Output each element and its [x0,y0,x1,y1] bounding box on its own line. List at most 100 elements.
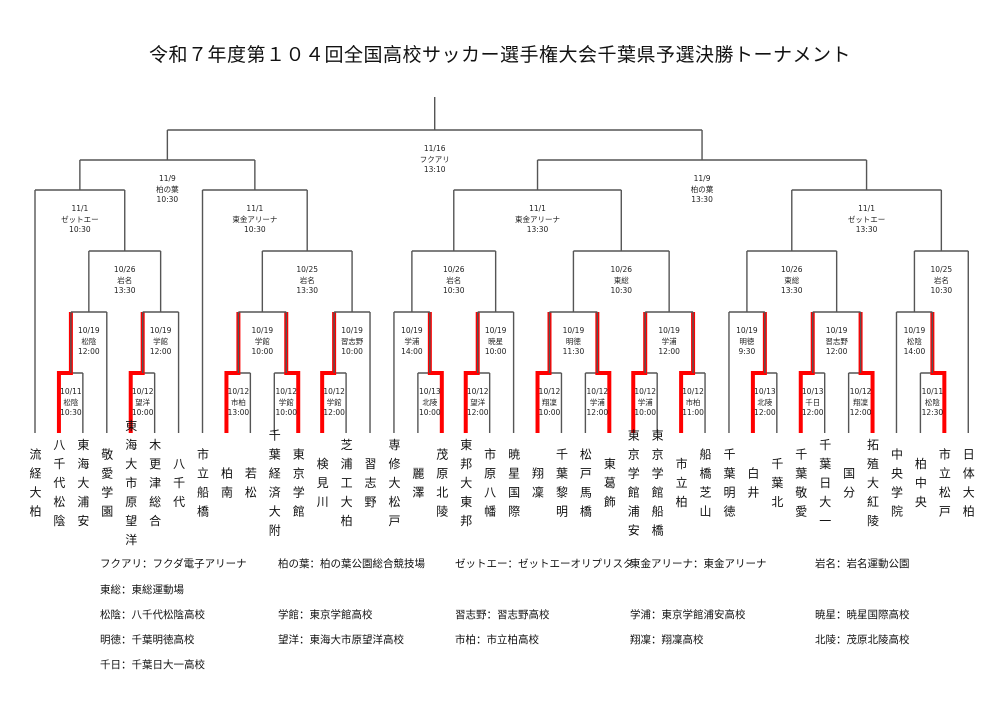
page-title: 令和７年度第１０４回全国高校サッカー選手権大会千葉県予選決勝トーナメント [148,44,851,66]
match-date: 10/12 [131,387,154,396]
match-time: 10:30 [610,286,633,295]
match-date: 10/12 [466,387,489,396]
match-time: 12:00 [323,408,345,417]
match-time: 12:30 [921,408,944,417]
legend-entry: 暁星：暁星国際高校 [815,609,910,621]
match-venue: 学浦 [637,397,653,407]
team-name: 東葛飾 [602,457,617,515]
match-date: 11/9 [158,174,176,183]
team-name: 芝浦工大柏 [339,438,354,534]
match-date: 10/13 [754,387,776,396]
match-date: 10/11 [921,387,944,396]
team-name: 麗澤 [410,467,425,505]
legend-entry: 望洋：東海大市原望洋高校 [278,634,404,646]
legend-entry: 市柏：市立柏高校 [455,634,539,646]
match-time: 11:00 [682,408,704,417]
match-time: 11:30 [562,347,585,356]
match-venue: 松陰 [924,397,940,407]
match-date: 11/1 [71,204,89,213]
team-name: 船橋芝山 [698,448,713,524]
team-name: 千葉日大一 [817,438,832,534]
team-name: 東海大市原望洋 [123,419,138,553]
match-date: 10/12 [227,387,250,396]
match-venue: 学浦 [589,397,605,407]
match-venue: ゼットエー [847,214,886,224]
legend-entry: 東総：東総運動場 [100,584,184,596]
team-name: 市立松戸 [937,448,952,524]
match-time: 10:30 [60,408,82,417]
match-venue: 松陰 [81,336,97,346]
legend-entry: 翔凜：翔凜高校 [630,634,704,646]
match-venue: 明徳 [565,336,581,346]
team-name: 東海大浦安 [75,438,90,534]
match-venue: 市柏 [230,397,246,407]
legend-entry: 松陰：八千代松陰高校 [100,609,205,621]
legend-entry: 千日：千葉日大一高校 [100,659,205,671]
match-venue: 習志野 [340,336,364,346]
team-name: 茂原北陵 [434,448,449,524]
match-venue: 岩名 [299,275,315,285]
match-time: 10:00 [484,347,507,356]
match-date: 10/25 [930,265,953,274]
match-venue: 学館 [254,336,270,346]
match-time: 12:00 [658,347,680,356]
team-name: 白井 [745,467,760,505]
match-venue: 松陰 [906,336,922,346]
team-name: 若松 [243,467,258,505]
match-date: 11/16 [423,144,446,153]
match-time: 10:00 [341,347,363,356]
match-time: 14:00 [401,347,423,356]
match-venue: 東金アリーナ [515,214,561,224]
match-venue: 学館 [153,336,169,346]
match-time: 12:00 [849,408,872,417]
legend-entry: 習志野：習志野高校 [455,609,550,621]
team-name: 習志野 [363,457,378,515]
match-date: 10/12 [634,387,657,396]
match-time: 10:30 [442,286,465,295]
match-date: 10/12 [849,387,872,396]
team-name: 千葉経済大附 [267,429,282,543]
team-name: 東京学館浦安 [626,429,641,543]
team-name: 千葉黎明 [554,448,569,524]
match-venue: 学館 [278,397,294,407]
match-date: 10/19 [401,326,423,335]
match-date: 10/12 [538,387,561,396]
match-date: 10/26 [780,265,803,274]
match-venue: 岩名 [933,275,949,285]
match-time: 10:30 [156,195,179,204]
match-date: 10/11 [60,387,82,396]
match-time: 12:00 [149,347,172,356]
match-time: 13:30 [526,225,549,234]
team-name: 松戸馬橋 [578,448,593,524]
match-venue: 望洋 [135,397,151,407]
match-date: 11/1 [246,204,264,213]
team-name: 市立船橋 [195,448,210,524]
match-time: 13:30 [691,195,713,204]
legend-entry: 学館：東京学館高校 [278,609,373,621]
match-date: 10/25 [296,265,319,274]
match-date: 10/19 [149,326,172,335]
team-name: 東京学館 [291,448,306,524]
match-time: 14:00 [903,347,926,356]
match-venue: 東総 [784,275,800,285]
